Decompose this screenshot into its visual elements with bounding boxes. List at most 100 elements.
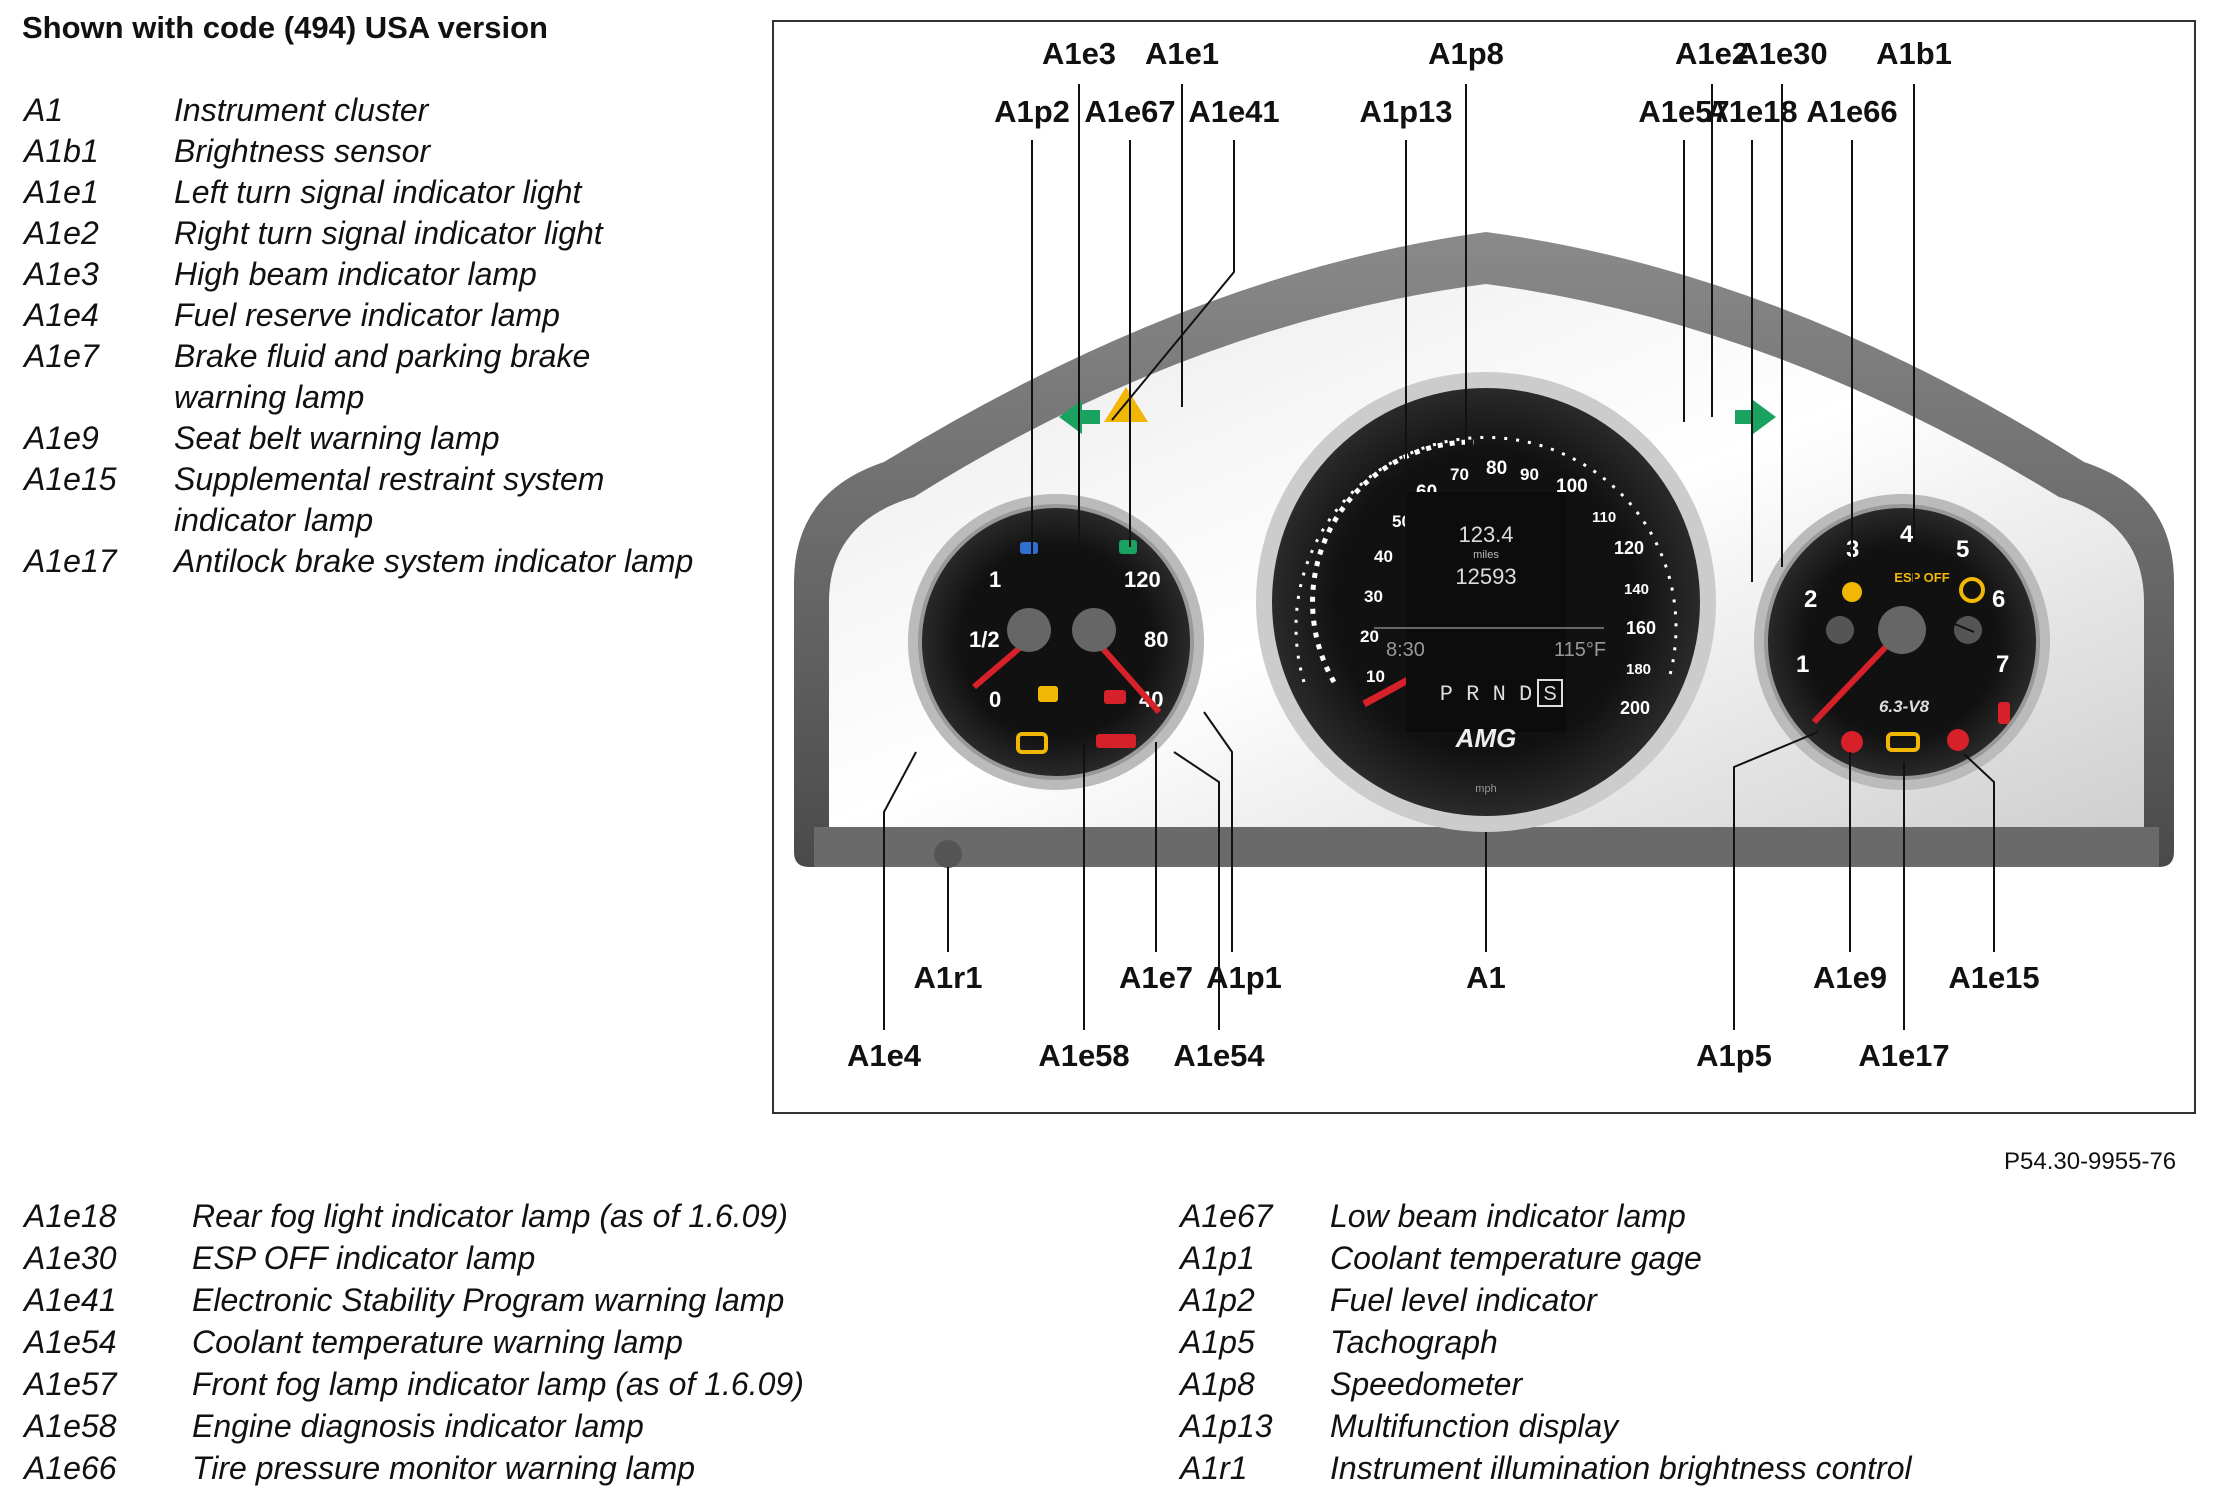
callout-label: A1e58 (1038, 1038, 1129, 1073)
brake-warning-icon (1096, 734, 1136, 748)
gauge-label: 120 (1124, 567, 1161, 592)
legend-row: A1e66 Tire pressure monitor warning lamp (24, 1447, 804, 1489)
fuel-reserve-icon (1038, 686, 1058, 702)
legend-desc: Coolant temperature gage (1330, 1240, 1702, 1276)
page-title: Shown with code (494) USA version (22, 10, 548, 45)
legend-code: A1 (24, 92, 64, 128)
speedo-label: 160 (1626, 618, 1656, 638)
legend-code: A1e15 (24, 461, 117, 497)
legend-desc: Speedometer (1330, 1366, 1523, 1402)
legend-desc: Supplemental restraint system indicator … (174, 461, 605, 538)
legend-desc: Brake fluid and parking brake warning la… (174, 338, 591, 415)
figure-reference: P54.30-9955-76 (2004, 1148, 2177, 1175)
legend-code: A1e58 (24, 1408, 117, 1444)
speedo-label: 40 (1374, 547, 1393, 566)
speedo-label: 200 (1620, 698, 1650, 718)
low-beam-icon (1119, 540, 1137, 554)
gear-indicator: P R N D (1440, 682, 1532, 707)
callout-label: A1e4 (847, 1038, 922, 1073)
legend-desc: Right turn signal indicator light (174, 215, 603, 251)
tacho-label: 6 (1992, 586, 2005, 613)
odometer-value: 12593 (1455, 564, 1516, 589)
legend-code: A1e30 (24, 1240, 117, 1276)
legend-code: A1p2 (1180, 1282, 1255, 1318)
legend-row: A1e54 Coolant temperature warning lamp (24, 1321, 804, 1363)
legend-desc: Electronic Stability Program warning lam… (192, 1282, 785, 1318)
callout-label: A1e17 (1858, 1038, 1949, 1073)
brightness-knob (934, 840, 962, 868)
legend-code: A1p8 (1180, 1366, 1255, 1402)
legend-row: A1b1 Brightness sensor (24, 131, 694, 172)
speedo-label: 100 (1556, 476, 1588, 497)
legend-row: A1e2 Right turn signal indicator light (24, 213, 694, 254)
legend-desc: Instrument illumination brightness contr… (1330, 1450, 1912, 1486)
coolant-warning-icon (1104, 690, 1126, 704)
legend-code: A1r1 (1180, 1450, 1248, 1486)
speedo-label: 140 (1624, 581, 1649, 598)
trip-value: 123.4 (1458, 522, 1513, 547)
srs-icon (1947, 729, 1969, 751)
speed-needle (1362, 676, 1410, 708)
multifunction-display (1406, 492, 1566, 732)
trip-unit: miles (1473, 549, 1499, 561)
speedo-label: 120 (1614, 538, 1644, 558)
legend-desc: Coolant temperature warning lamp (192, 1324, 683, 1360)
legend-row: A1 Instrument cluster (24, 90, 694, 131)
legend-code: A1e17 (24, 543, 117, 579)
tacho-label: 1 (1796, 651, 1809, 678)
gauge-label: 0 (989, 687, 1001, 712)
callout-label: A1p5 (1696, 1038, 1772, 1073)
legend-desc: Instrument cluster (174, 92, 429, 128)
tacho-label: 2 (1804, 586, 1817, 613)
leader-lines (883, 84, 1995, 1030)
brand-logo: AMG (1455, 723, 1517, 753)
rpm-needle (1811, 631, 1901, 725)
callout-label: A1e66 (1806, 94, 1897, 129)
callout-label: A1e67 (1084, 94, 1175, 129)
engine-diagnosis-icon (1016, 732, 1048, 754)
legend-desc: Multifunction display (1330, 1408, 1619, 1444)
legend-code: A1e1 (24, 174, 99, 210)
legend-code: A1e54 (24, 1324, 117, 1360)
speedometer: 10 20 30 40 50 60 70 80 90 100 110 120 1… (1256, 372, 1716, 832)
instrument-cluster-figure: 1 1/2 0 120 80 40 10 20 30 40 50 60 70 8… (772, 20, 2196, 1114)
legend-row: A1e15 Supplemental restraint system indic… (24, 459, 694, 541)
callout-label: A1e54 (1173, 1038, 1265, 1073)
callout-label: A1e18 (1706, 94, 1797, 129)
legend-code: A1e4 (24, 297, 99, 333)
right-turn-icon (1735, 400, 1776, 434)
callout-label: A1e7 (1119, 960, 1193, 995)
legend-row: A1p8 Speedometer (1180, 1363, 1912, 1405)
legend-code: A1e9 (24, 420, 99, 456)
engine-badge: 6.3-V8 (1879, 697, 1930, 716)
callout-label: A1p13 (1359, 94, 1452, 129)
legend-code: A1b1 (24, 133, 99, 169)
legend-code: A1e2 (24, 215, 99, 251)
callout-label: A1e1 (1145, 36, 1219, 71)
callout-label: A1e2 (1675, 36, 1749, 71)
legend-desc: Antilock brake system indicator lamp (174, 543, 694, 579)
legend-desc: Brightness sensor (174, 133, 431, 169)
legend-code: A1e7 (24, 338, 99, 374)
abs-icon (1886, 732, 1920, 752)
callout-label: A1p8 (1428, 36, 1504, 71)
tachometer: 1 2 3 4 5 6 7 6.3-V8 ESP OFF (1754, 494, 2050, 790)
legend-code: A1e67 (1180, 1198, 1273, 1234)
tacho-label: 7 (1996, 651, 2009, 678)
callout-label: A1e3 (1042, 36, 1116, 71)
legend-code: A1e66 (24, 1450, 117, 1486)
legend-row: A1e9 Seat belt warning lamp (24, 418, 694, 459)
legend-desc: Left turn signal indicator light (174, 174, 582, 210)
legend-code: A1p1 (1180, 1240, 1255, 1276)
legend-code: A1e57 (24, 1366, 117, 1402)
legend-desc: Tire pressure monitor warning lamp (192, 1450, 696, 1486)
legend-desc: Seat belt warning lamp (174, 420, 500, 456)
speedo-label: 70 (1450, 465, 1469, 484)
